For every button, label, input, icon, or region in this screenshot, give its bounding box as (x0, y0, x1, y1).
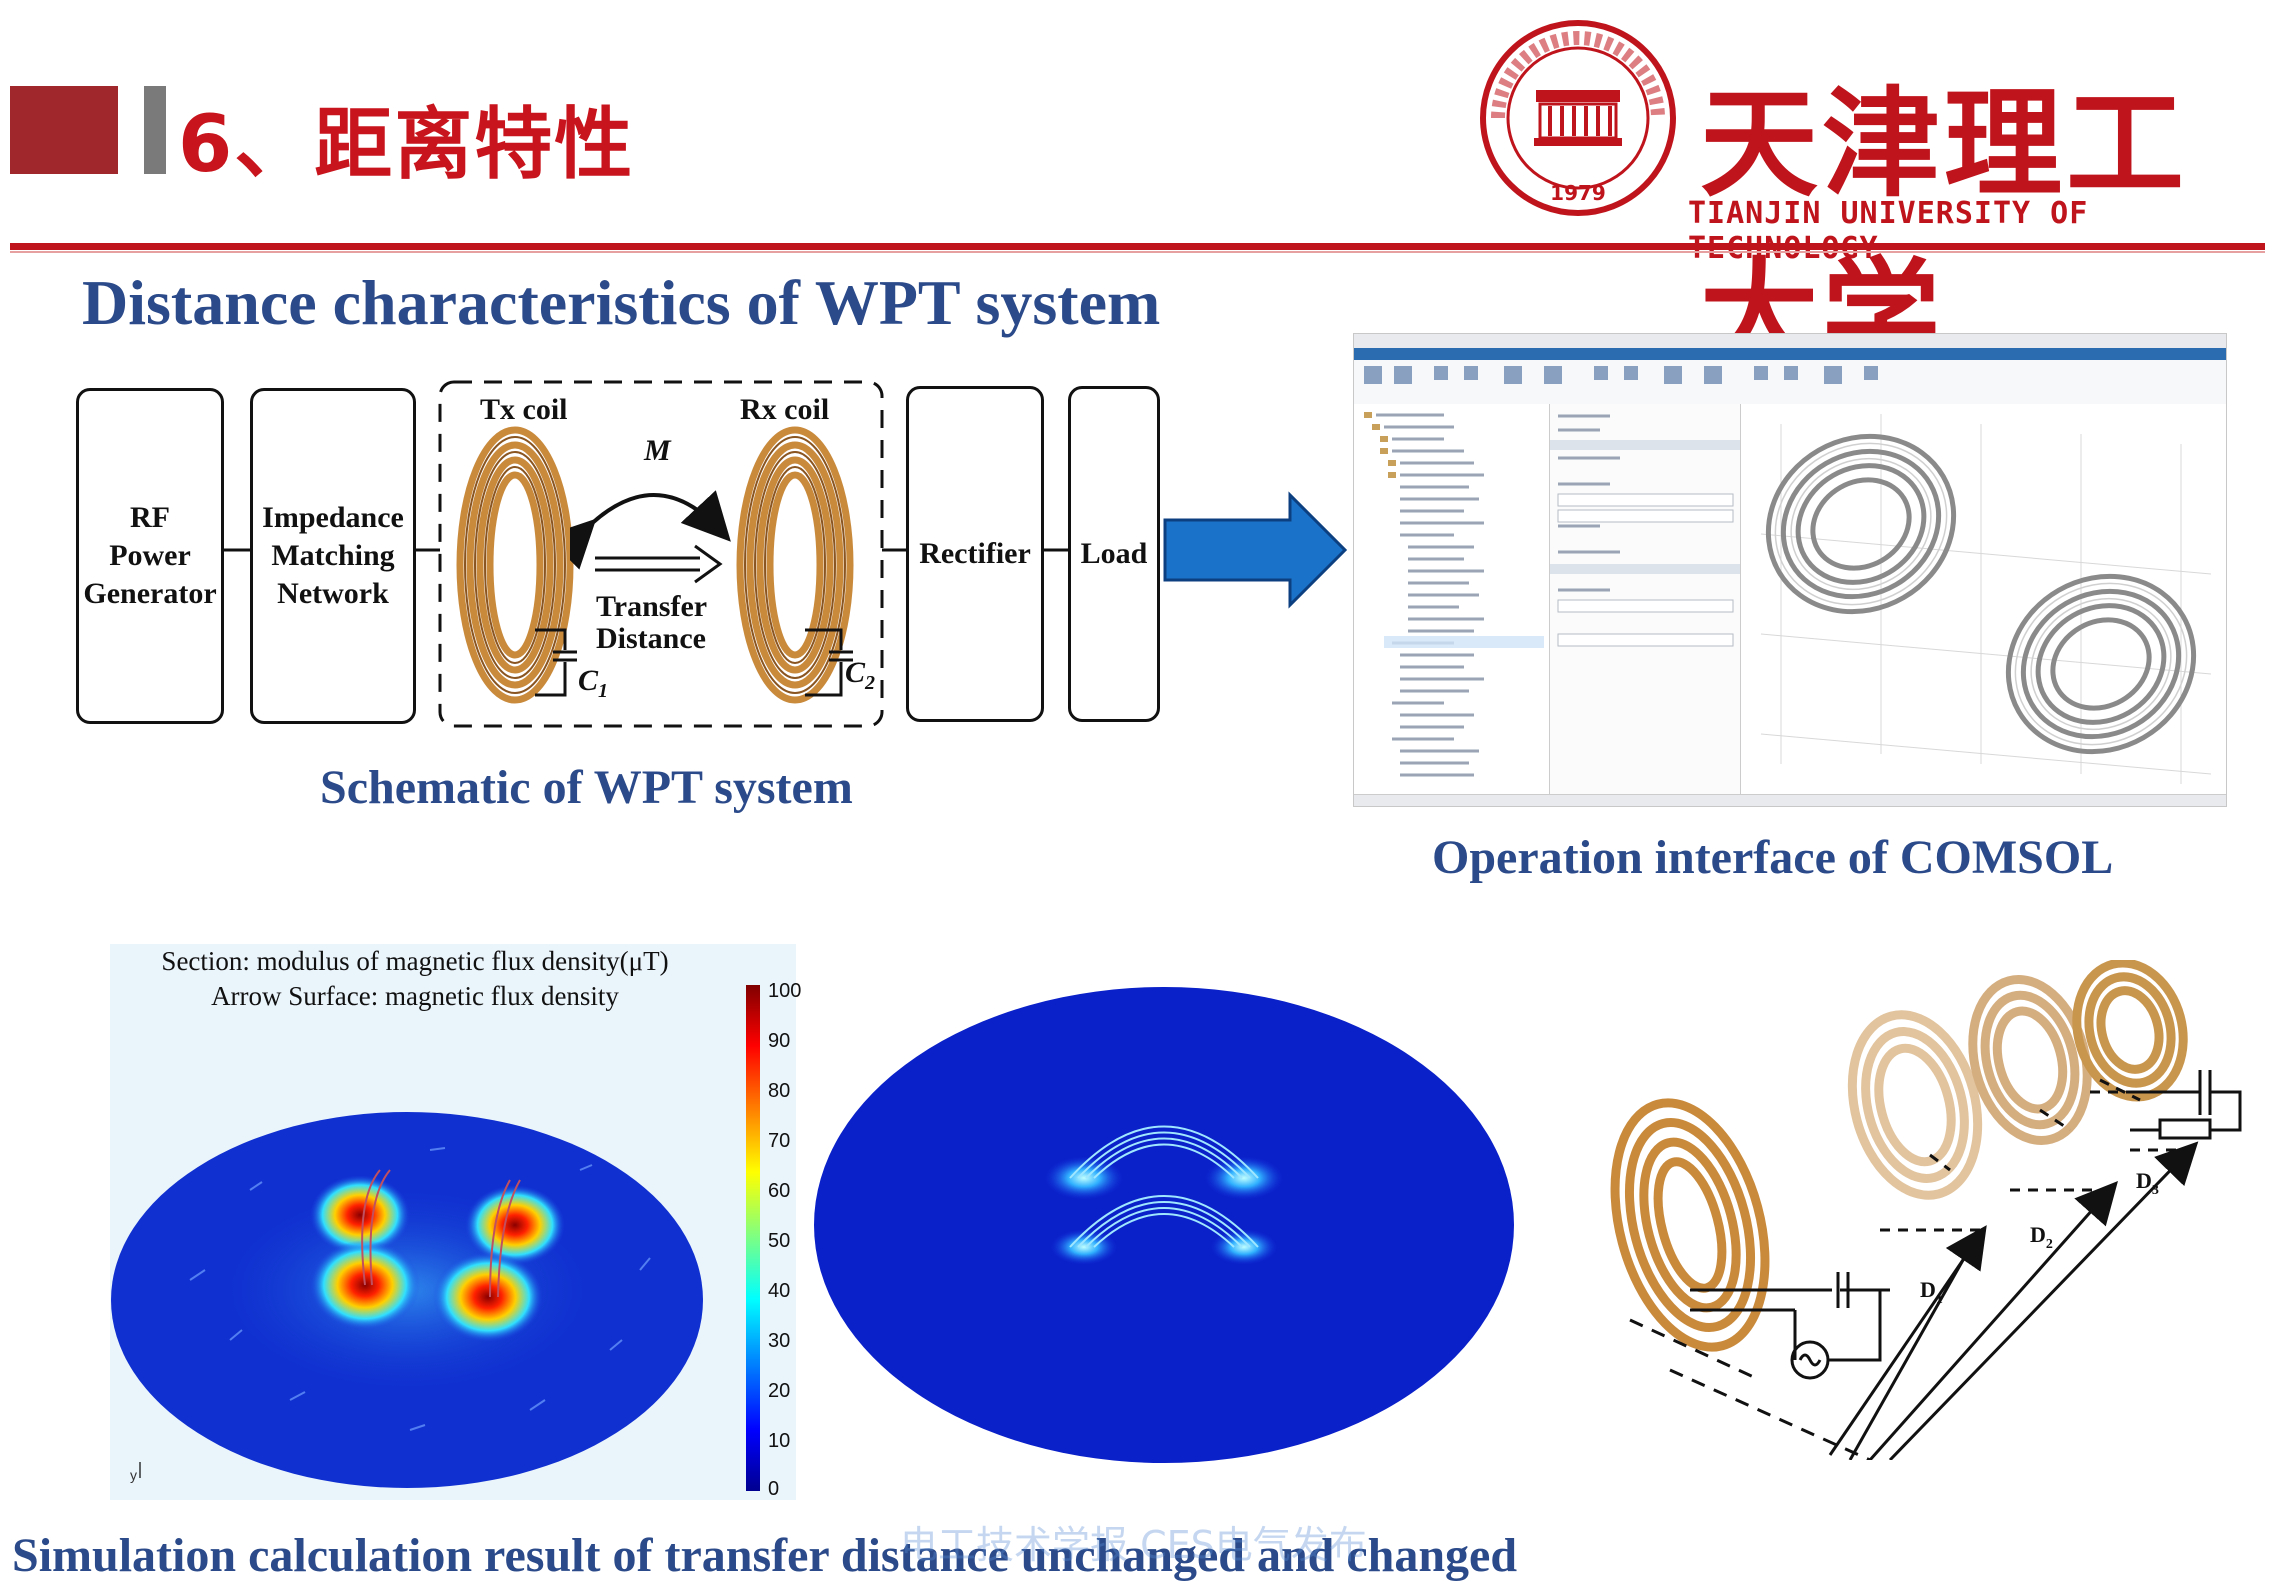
label-c1: C1 (578, 664, 609, 702)
university-name-en: TIANJIN UNIVERSITY OF TECHNOLOGY (1688, 196, 2089, 266)
svg-text:D3: D3 (2136, 1168, 2159, 1198)
label-d3: D (2136, 1168, 2152, 1193)
comsol-statusbar (1354, 794, 2226, 806)
label-mutual-inductance: M (644, 434, 671, 467)
simulation-field-lines (814, 987, 1514, 1463)
label-distance: Distance (596, 622, 706, 655)
comsol-ribbon-tabs (1354, 348, 2226, 360)
header-divider-shadow (10, 251, 2265, 253)
seal-year: 1979 (1550, 181, 1606, 205)
label-rx-coil: Rx coil (740, 393, 830, 426)
label-c2: C2 (845, 656, 876, 694)
colorbar (746, 985, 760, 1491)
schematic-wiring (221, 380, 1068, 728)
colorbar-tick: 80 (768, 1080, 791, 1102)
comsol-screenshot (1353, 333, 2227, 807)
watermark: 电工技术学报 CES电气发布 (900, 1523, 1367, 1567)
colorbar-tick: 20 (768, 1380, 791, 1402)
colorbar-tick: 30 (768, 1330, 791, 1352)
coil-distance-array: D1 D2 D3 (1610, 960, 2242, 1460)
svg-text:y: y (130, 1467, 137, 1483)
comsol-model-tree (1354, 404, 1550, 794)
capacitor-c2 (805, 628, 853, 697)
simulation-field-magnitude: y (111, 1112, 703, 1488)
comsol-graphics-window (1741, 404, 2226, 794)
block-rectifier: Rectifier (906, 386, 1044, 722)
block-load: Load (1068, 386, 1160, 722)
label-d1: D (1920, 1277, 1936, 1302)
colorbar-tick: 0 (768, 1478, 780, 1500)
university-seal-logo: 1979 (1480, 20, 1676, 216)
comsol-titlebar (1354, 334, 2226, 349)
rx-coil-image (736, 426, 854, 704)
svg-text:D2: D2 (2030, 1222, 2053, 1252)
coupling-arrows (570, 490, 731, 584)
svg-text:D1: D1 (1920, 1277, 1943, 1307)
flow-arrow (1163, 491, 1348, 609)
colorbar-tick: 60 (768, 1180, 791, 1202)
simulation-section-label: Section: modulus of magnetic flux densit… (161, 946, 669, 1011)
bottom-caption: Simulation calculation result of transfe… (12, 1529, 1518, 1582)
colorbar-tick: 40 (768, 1280, 791, 1302)
label-transfer: Transfer (596, 590, 708, 623)
colorbar-tick: 90 (768, 1030, 791, 1052)
header-red-block (10, 86, 118, 174)
comsol-caption: Operation interface of COMSOL (1432, 831, 2114, 884)
capacitor-c1 (535, 628, 577, 697)
main-title: Distance characteristics of WPT system (82, 267, 1161, 338)
comsol-ribbon (1354, 360, 2226, 405)
schematic-caption: Schematic of WPT system (320, 761, 853, 814)
colorbar-tick: 100 (768, 980, 802, 1002)
section-title: 6、距离特性 (178, 100, 635, 190)
colorbar-tick: 10 (768, 1430, 791, 1452)
header-gray-bar (144, 86, 166, 174)
comsol-settings-panel (1550, 404, 1741, 794)
header-divider (10, 243, 2265, 250)
label-d2: D (2030, 1222, 2046, 1247)
university-name-cn: 天津理工大学 (1700, 74, 2189, 384)
colorbar-tick: 50 (768, 1230, 791, 1252)
colorbar-tick: 70 (768, 1130, 791, 1152)
label-tx-coil: Tx coil (480, 393, 568, 426)
